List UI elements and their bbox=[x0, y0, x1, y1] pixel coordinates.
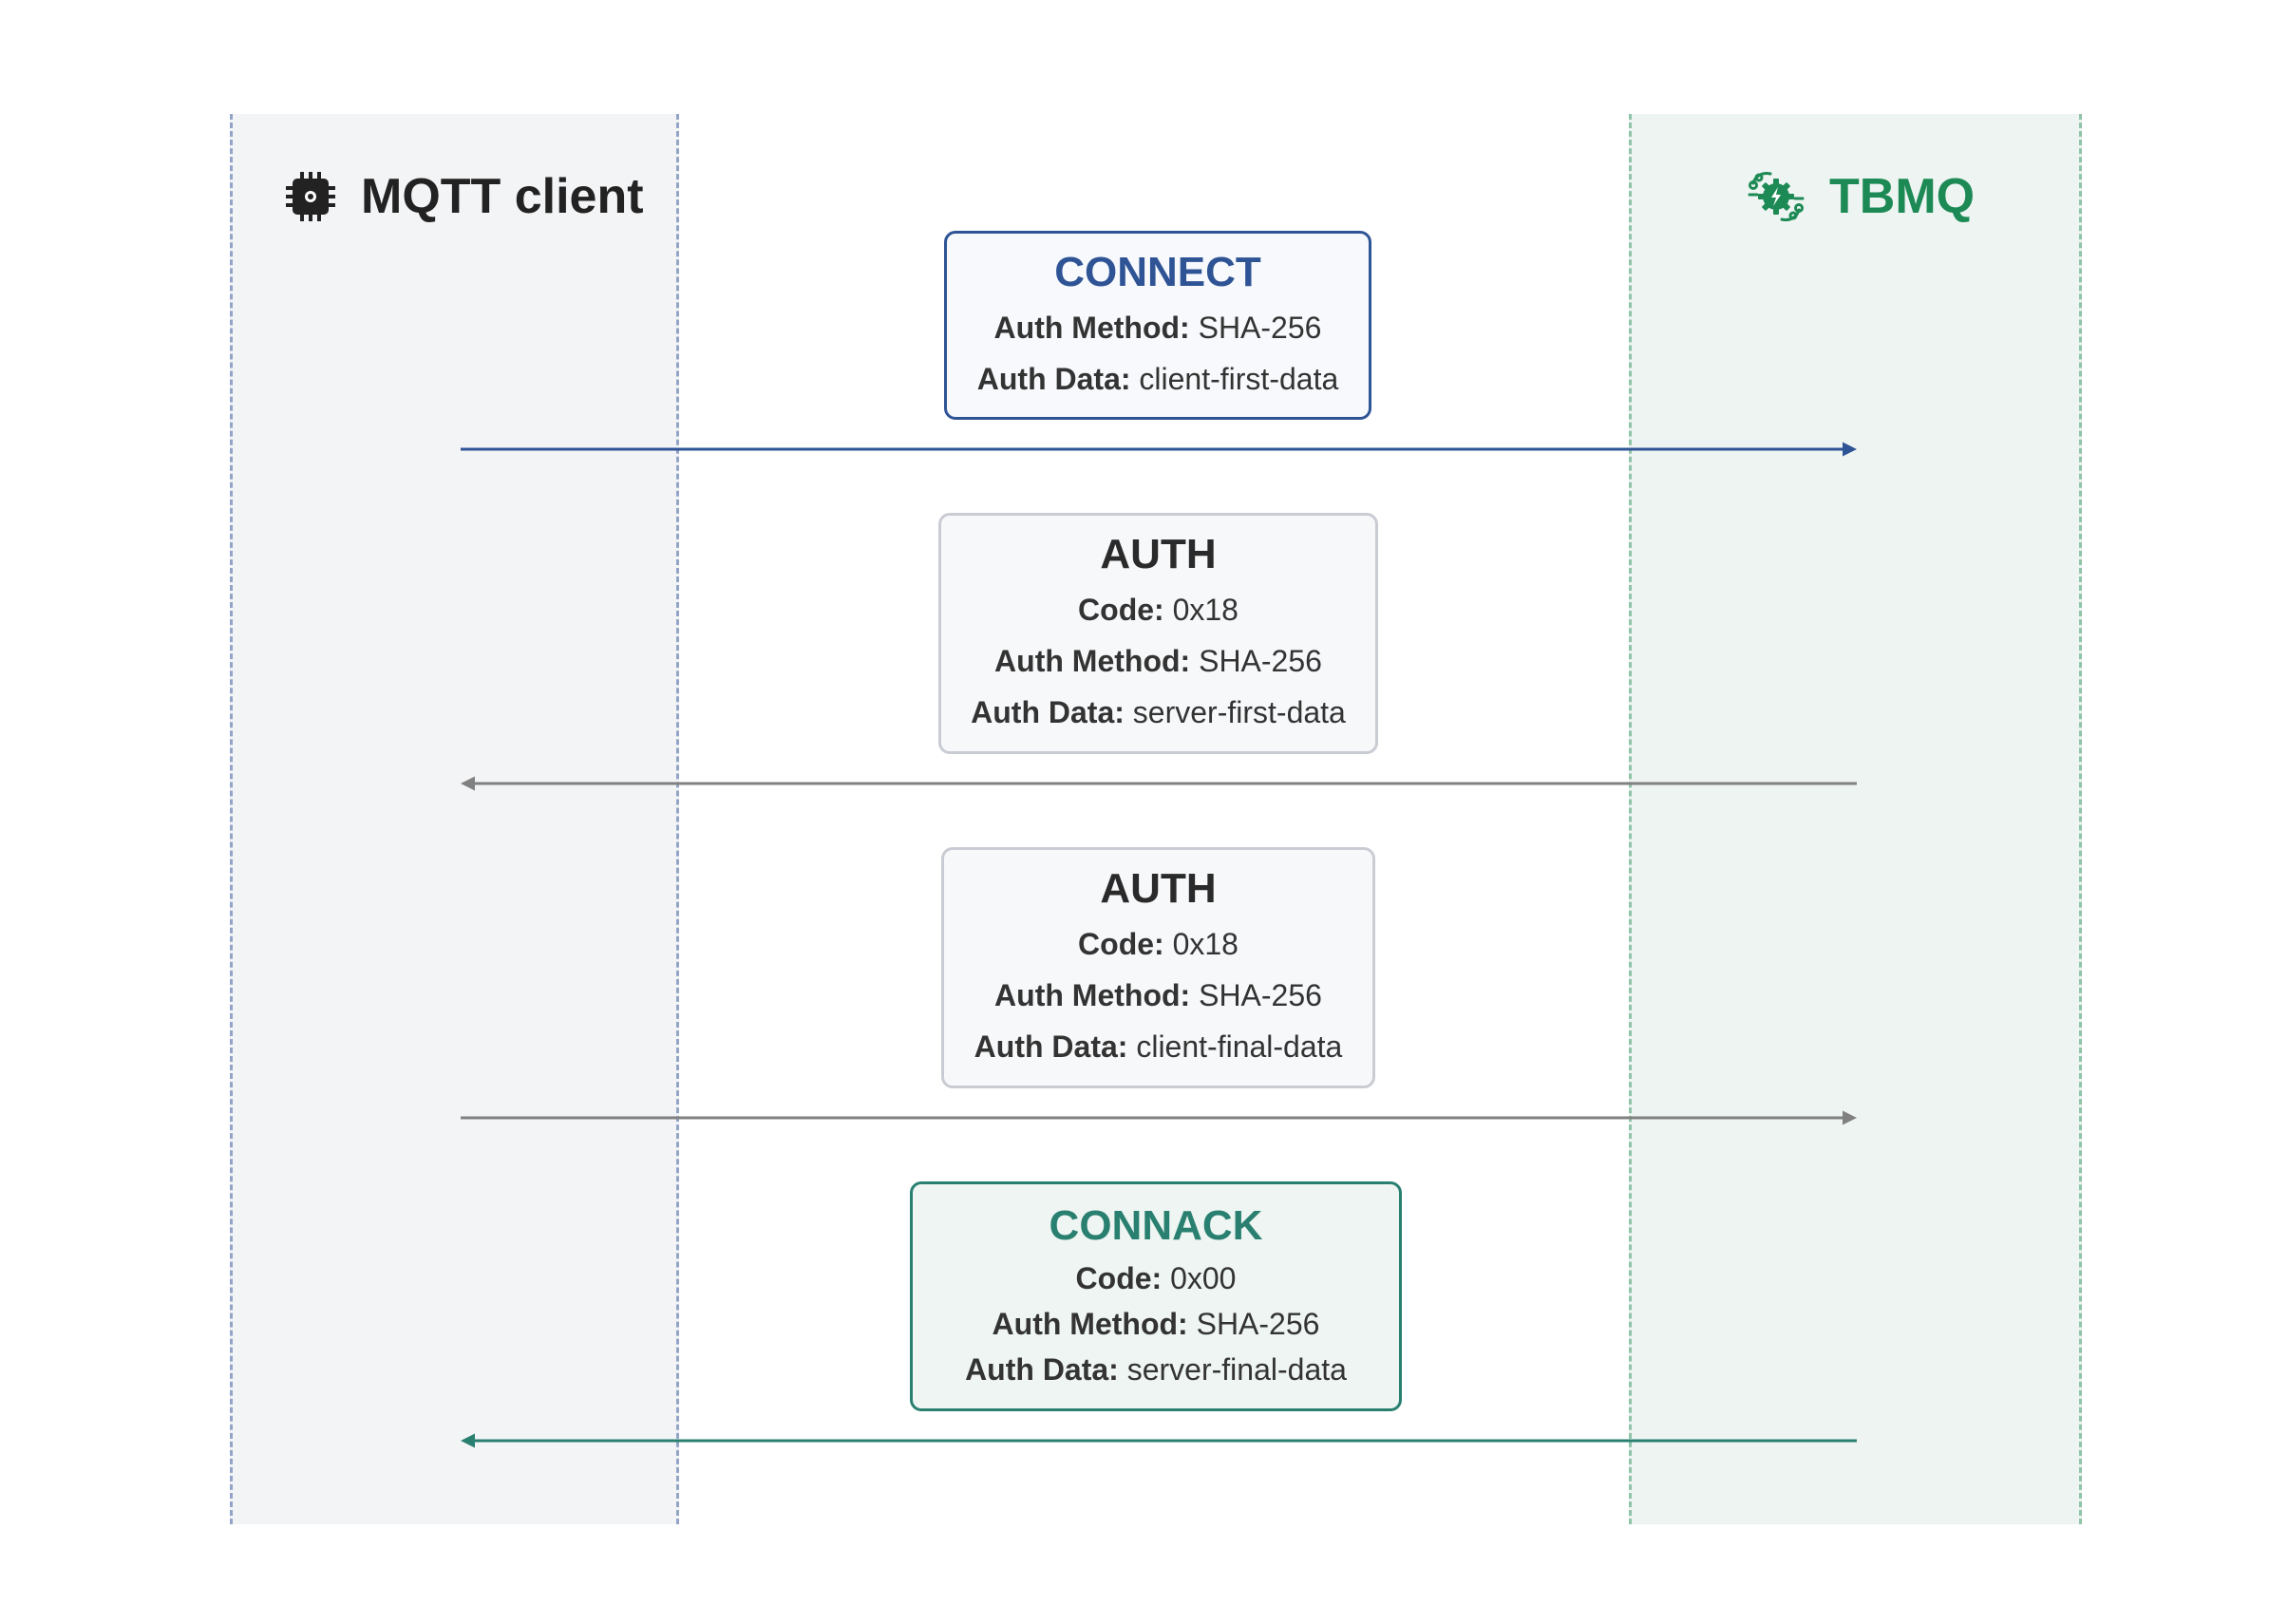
message-line: Code: 0x18 bbox=[1078, 584, 1239, 635]
field-key: Code: bbox=[1078, 593, 1164, 627]
auth-server-first-message-box: AUTH Code: 0x18 Auth Method: SHA-256 Aut… bbox=[938, 513, 1378, 754]
message-line: Auth Data: server-first-data bbox=[971, 687, 1346, 738]
connack-message-box: CONNACK Code: 0x00 Auth Method: SHA-256 … bbox=[910, 1181, 1402, 1411]
field-key: Auth Method: bbox=[992, 1307, 1188, 1341]
field-key: Auth Method: bbox=[993, 310, 1190, 345]
field-value: SHA-256 bbox=[1189, 310, 1322, 345]
client-lane bbox=[230, 114, 679, 1524]
field-key: Auth Data: bbox=[974, 1029, 1128, 1064]
client-participant-label: MQTT client bbox=[361, 169, 644, 224]
auth-client-final-message-box: AUTH Code: 0x18 Auth Method: SHA-256 Aut… bbox=[941, 847, 1375, 1088]
message-title: AUTH bbox=[1100, 865, 1217, 912]
field-value: SHA-256 bbox=[1187, 1307, 1320, 1341]
message-title: AUTH bbox=[1100, 531, 1217, 577]
message-line: Code: 0x18 bbox=[1078, 918, 1239, 970]
client-participant: MQTT client bbox=[283, 163, 644, 230]
field-key: Auth Method: bbox=[994, 978, 1191, 1012]
field-value: 0x18 bbox=[1163, 927, 1239, 961]
field-value: client-final-data bbox=[1127, 1029, 1343, 1064]
field-value: server-first-data bbox=[1124, 695, 1346, 729]
message-line: Auth Method: SHA-256 bbox=[994, 302, 1322, 353]
field-key: Auth Data: bbox=[965, 1352, 1119, 1387]
chip-icon bbox=[283, 169, 338, 224]
server-participant: TBMQ bbox=[1746, 163, 1975, 230]
field-value: server-final-data bbox=[1118, 1352, 1347, 1387]
field-value: 0x00 bbox=[1162, 1261, 1237, 1295]
field-key: Auth Data: bbox=[971, 695, 1125, 729]
field-value: SHA-256 bbox=[1190, 978, 1322, 1012]
message-line: Code: 0x00 bbox=[1076, 1256, 1237, 1301]
message-line: Auth Data: client-first-data bbox=[977, 353, 1339, 405]
field-value: 0x18 bbox=[1163, 593, 1239, 627]
field-key: Code: bbox=[1078, 927, 1164, 961]
message-line: Auth Method: SHA-256 bbox=[994, 970, 1322, 1021]
message-line: Auth Method: SHA-256 bbox=[993, 1301, 1320, 1347]
field-value: client-first-data bbox=[1130, 361, 1339, 396]
field-key: Auth Data: bbox=[976, 361, 1131, 396]
field-value: SHA-256 bbox=[1190, 644, 1322, 678]
message-title: CONNACK bbox=[1049, 1202, 1263, 1249]
tbmq-logo-icon bbox=[1746, 166, 1806, 227]
connect-message-box: CONNECT Auth Method: SHA-256 Auth Data: … bbox=[944, 231, 1371, 420]
field-key: Auth Method: bbox=[994, 644, 1191, 678]
server-participant-label: TBMQ bbox=[1829, 169, 1976, 224]
message-title: CONNECT bbox=[1054, 248, 1261, 295]
message-line: Auth Data: server-final-data bbox=[965, 1347, 1347, 1392]
message-line: Auth Method: SHA-256 bbox=[994, 635, 1322, 687]
message-line: Auth Data: client-final-data bbox=[974, 1021, 1343, 1072]
field-key: Code: bbox=[1075, 1261, 1163, 1295]
server-lane bbox=[1629, 114, 2082, 1524]
